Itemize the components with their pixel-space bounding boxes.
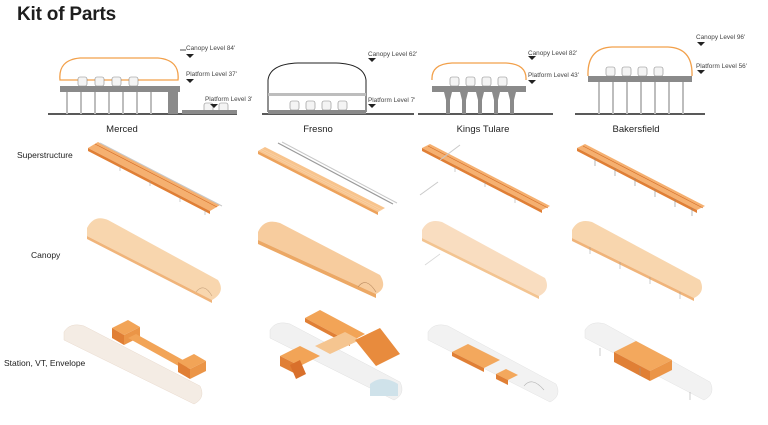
train-cars	[77, 76, 229, 113]
section-fresno: Canopy Level 62' Platform Level 7' Fresn…	[262, 51, 417, 135]
section-bakersfield: Canopy Level 96' Platform Level 56' Bake…	[575, 34, 747, 135]
canopy-outline	[431, 62, 527, 81]
superstructure-fresno	[258, 141, 398, 215]
column	[168, 86, 178, 114]
level-label: Platform Level 37'	[186, 71, 237, 78]
train-cars	[605, 66, 664, 77]
level-label: Platform Level 7'	[368, 97, 415, 104]
superstructure-merced	[88, 142, 223, 215]
canopy-outline	[587, 46, 693, 77]
station-kings-tulare	[427, 324, 559, 403]
row-label-superstructure: Superstructure	[17, 150, 73, 160]
level-label: Canopy Level 62'	[368, 51, 417, 58]
station-name: Fresno	[303, 124, 333, 135]
level-label: Platform Level 3'	[205, 96, 252, 103]
train-cars	[289, 100, 348, 111]
canopy-fresno	[258, 221, 384, 298]
page-title: Kit of Parts	[17, 4, 116, 25]
train-cars	[449, 76, 508, 87]
superstructure-kings-tulare	[419, 144, 550, 213]
superstructure-bakersfield	[577, 144, 705, 216]
level-label: Platform Level 56'	[696, 63, 747, 70]
station-name: Kings Tulare	[457, 124, 510, 135]
canopy-merced	[87, 218, 221, 303]
row-label-canopy: Canopy	[31, 250, 61, 260]
row-label-station: Station, VT, Envelope	[4, 358, 86, 368]
section-merced: Canopy Level 84' Platform Level 37' Plat…	[48, 45, 252, 135]
station-fresno	[269, 310, 403, 401]
canopy-outline	[59, 57, 179, 81]
canopy-bakersfield	[572, 221, 702, 301]
station-merced	[63, 320, 206, 405]
canopy-outline	[267, 62, 367, 112]
level-label: Canopy Level 84'	[186, 45, 235, 52]
station-name: Merced	[106, 124, 138, 135]
canopy-kings-tulare	[422, 221, 547, 299]
level-label: Canopy Level 82'	[528, 50, 577, 57]
level-label: Platform Level 43'	[528, 72, 579, 79]
station-bakersfield	[584, 322, 713, 401]
section-kings-tulare: Canopy Level 82' Platform Level 43' King…	[418, 50, 579, 135]
station-name: Bakersfield	[613, 124, 660, 135]
level-label: Canopy Level 96'	[696, 34, 745, 41]
platform-slab	[60, 86, 180, 92]
